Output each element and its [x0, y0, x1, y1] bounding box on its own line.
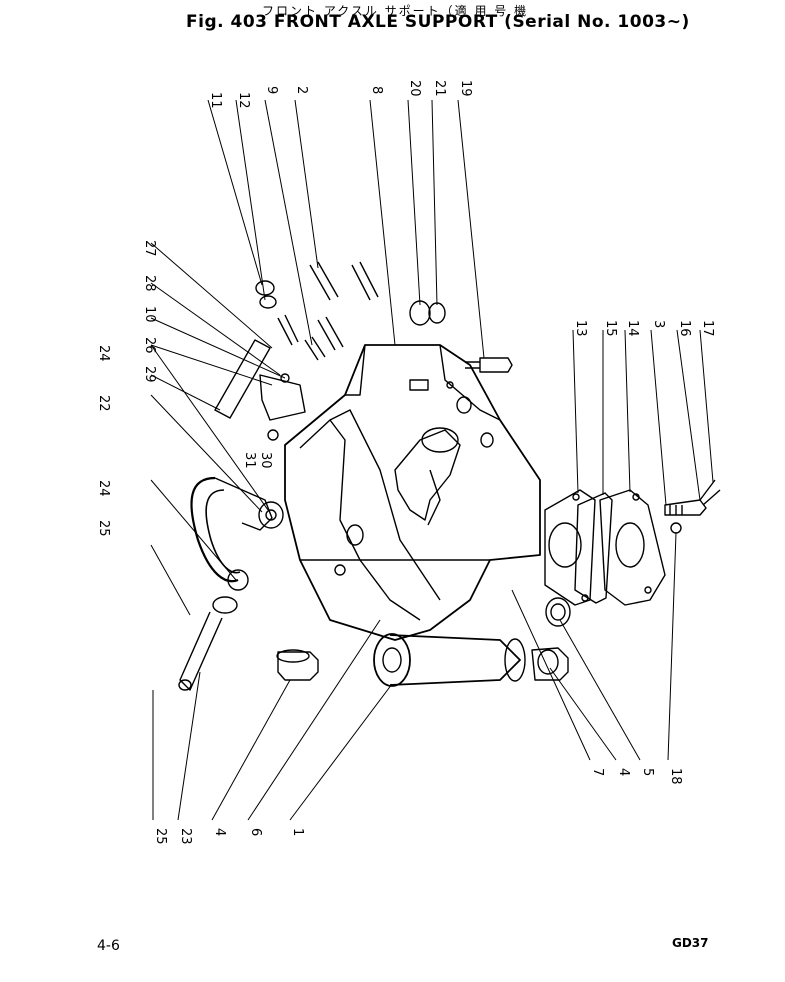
- callout-16: 16: [677, 320, 692, 337]
- callout-7: 7: [590, 768, 605, 776]
- callout-9: 9: [264, 86, 279, 94]
- callout-23: 23: [178, 828, 193, 845]
- callout-25-bottom: 25: [153, 828, 168, 845]
- callout-6: 6: [248, 828, 263, 836]
- bolt-19: [465, 357, 513, 373]
- callout-30: 30: [258, 452, 273, 469]
- nuts-11-12: [255, 280, 299, 346]
- grease-fitting-18: [670, 522, 682, 534]
- bushing-right: [531, 647, 569, 681]
- callout-11: 11: [208, 92, 223, 109]
- bolt-3: [664, 499, 707, 516]
- callout-12: 12: [236, 92, 251, 109]
- callout-22: 22: [96, 395, 111, 412]
- flange-plate-13: [544, 489, 596, 606]
- callout-24-bottom: 24: [96, 480, 111, 497]
- shim-15: [574, 492, 613, 604]
- callout-15: 15: [603, 320, 618, 337]
- callout-27: 27: [142, 240, 157, 257]
- callout-26: 26: [142, 337, 157, 354]
- bushing-left: [276, 649, 319, 681]
- flange-plate-14: [548, 489, 666, 606]
- shackle: [178, 476, 284, 691]
- pivot-cylinder: [373, 633, 526, 687]
- callout-13: 13: [573, 320, 588, 337]
- callout-8: 8: [369, 86, 384, 94]
- callout-10: 10: [142, 306, 157, 323]
- callout-18: 18: [668, 768, 683, 785]
- callout-29: 29: [142, 366, 157, 383]
- callout-24-top: 24: [96, 345, 111, 362]
- callout-20: 20: [407, 80, 422, 97]
- callout-1: 1: [290, 828, 305, 836]
- callout-5: 5: [640, 768, 655, 776]
- title-japanese: フロント アクスル サポート（適 用 号 機: [262, 4, 529, 18]
- plug-5: [545, 597, 571, 627]
- callout-21: 21: [432, 80, 447, 97]
- callout-3: 3: [651, 320, 666, 328]
- callout-4-left: 4: [212, 828, 227, 836]
- figure-title: Fig. 403 FRONT AXLE SUPPORT (Serial No. …: [186, 12, 690, 32]
- callout-19: 19: [458, 80, 473, 97]
- callout-28: 28: [142, 275, 157, 292]
- callout-25-top: 25: [96, 520, 111, 537]
- page-number: 4-6: [97, 938, 120, 954]
- callout-14: 14: [625, 320, 640, 337]
- studs-2: [304, 261, 379, 361]
- callout-17: 17: [700, 320, 715, 337]
- leader-lines: [150, 99, 714, 821]
- callout-4-right: 4: [616, 768, 631, 776]
- callout-2: 2: [294, 86, 309, 94]
- callout-31: 31: [242, 452, 257, 469]
- bracket-29: [214, 339, 306, 441]
- drawing-code: GD37: [672, 936, 709, 950]
- lock-17: [699, 479, 721, 506]
- callout-labels: 11 12 9 2 8 20 21 19 27 28 10 26 29 24 2…: [96, 80, 715, 845]
- axle-support-housing: [284, 344, 541, 641]
